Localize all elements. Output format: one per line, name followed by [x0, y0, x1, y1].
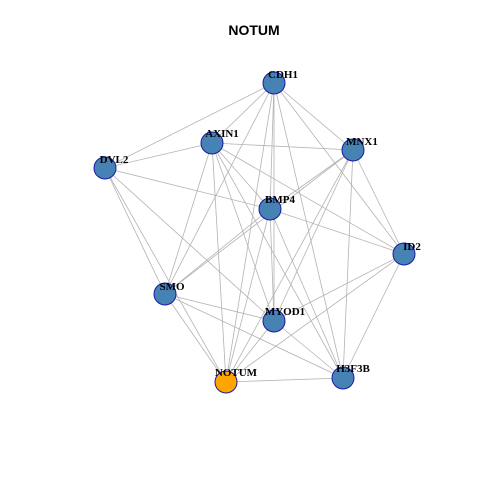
node-cdh1: CDH1 [262, 69, 298, 95]
edge-dvl2-myod1 [104, 167, 275, 322]
node-circle-bmp4 [258, 197, 282, 221]
node-circle-myod1 [262, 309, 286, 333]
node-circle-id2 [392, 242, 416, 266]
edge-id2-notum [225, 253, 405, 383]
edge-id2-h3f3b [342, 253, 405, 379]
edge-axin1-mnx1 [211, 142, 354, 151]
node-label-bmp4: BMP4 [265, 194, 295, 206]
edge-smo-myod1 [164, 293, 275, 322]
node-smo: SMO [153, 281, 185, 306]
node-myod1: MYOD1 [262, 306, 305, 333]
edge-axin1-myod1 [211, 142, 275, 322]
node-axin1: AXIN1 [200, 128, 239, 155]
edge-mnx1-smo [164, 149, 354, 295]
edge-dvl2-bmp4 [104, 167, 271, 210]
edge-bmp4-myod1 [269, 208, 275, 322]
edge-axin1-h3f3b [211, 142, 344, 379]
node-label-myod1: MYOD1 [265, 306, 305, 318]
edge-layer [104, 82, 405, 383]
node-circle-axin1 [200, 131, 224, 155]
node-circle-h3f3b [331, 366, 355, 390]
node-label-h3f3b: H3F3B [336, 363, 370, 375]
edge-notum-h3f3b [225, 377, 344, 383]
edge-smo-h3f3b [164, 293, 344, 379]
edge-cdh1-notum [225, 82, 275, 383]
edge-bmp4-h3f3b [269, 208, 344, 379]
edge-myod1-notum [225, 320, 275, 383]
node-dvl2: DVL2 [93, 154, 129, 180]
node-circle-notum [214, 370, 238, 394]
node-label-dvl2: DVL2 [100, 154, 129, 166]
node-bmp4: BMP4 [258, 194, 295, 221]
node-label-smo: SMO [159, 281, 185, 293]
edge-bmp4-id2 [269, 208, 405, 255]
edge-dvl2-smo [104, 167, 166, 295]
edge-id2-myod1 [273, 253, 405, 322]
node-circle-mnx1 [341, 138, 365, 162]
node-label-cdh1: CDH1 [268, 69, 298, 81]
node-circle-cdh1 [262, 71, 286, 95]
node-mnx1: MNX1 [341, 136, 378, 162]
edge-bmp4-smo [164, 208, 271, 295]
edge-myod1-h3f3b [273, 320, 344, 379]
edge-cdh1-dvl2 [104, 82, 275, 169]
edge-dvl2-notum [104, 167, 227, 383]
edge-cdh1-id2 [273, 82, 405, 255]
node-label-mnx1: MNX1 [346, 136, 378, 148]
edge-axin1-smo [164, 142, 213, 295]
node-circle-smo [153, 282, 177, 306]
node-id2: ID2 [392, 241, 421, 266]
edge-cdh1-axin1 [211, 82, 275, 144]
edge-smo-notum [164, 293, 227, 383]
node-circle-dvl2 [93, 156, 117, 180]
edge-bmp4-notum [225, 208, 271, 383]
node-label-notum: NOTUM [215, 367, 258, 379]
graph-title: NOTUM [228, 22, 279, 38]
node-notum: NOTUM [214, 367, 258, 394]
edge-axin1-bmp4 [211, 142, 271, 210]
edge-axin1-dvl2 [104, 142, 213, 169]
edge-mnx1-h3f3b [342, 149, 354, 379]
edge-mnx1-notum [225, 149, 354, 383]
edge-mnx1-id2 [352, 149, 405, 255]
edge-cdh1-smo [164, 82, 275, 295]
edge-cdh1-mnx1 [273, 82, 354, 151]
edge-mnx1-myod1 [273, 149, 354, 322]
node-label-axin1: AXIN1 [205, 128, 239, 140]
node-label-id2: ID2 [403, 241, 421, 253]
edge-axin1-id2 [211, 142, 405, 255]
edge-axin1-notum [211, 142, 227, 383]
edge-mnx1-bmp4 [269, 149, 354, 210]
node-h3f3b: H3F3B [331, 363, 370, 390]
